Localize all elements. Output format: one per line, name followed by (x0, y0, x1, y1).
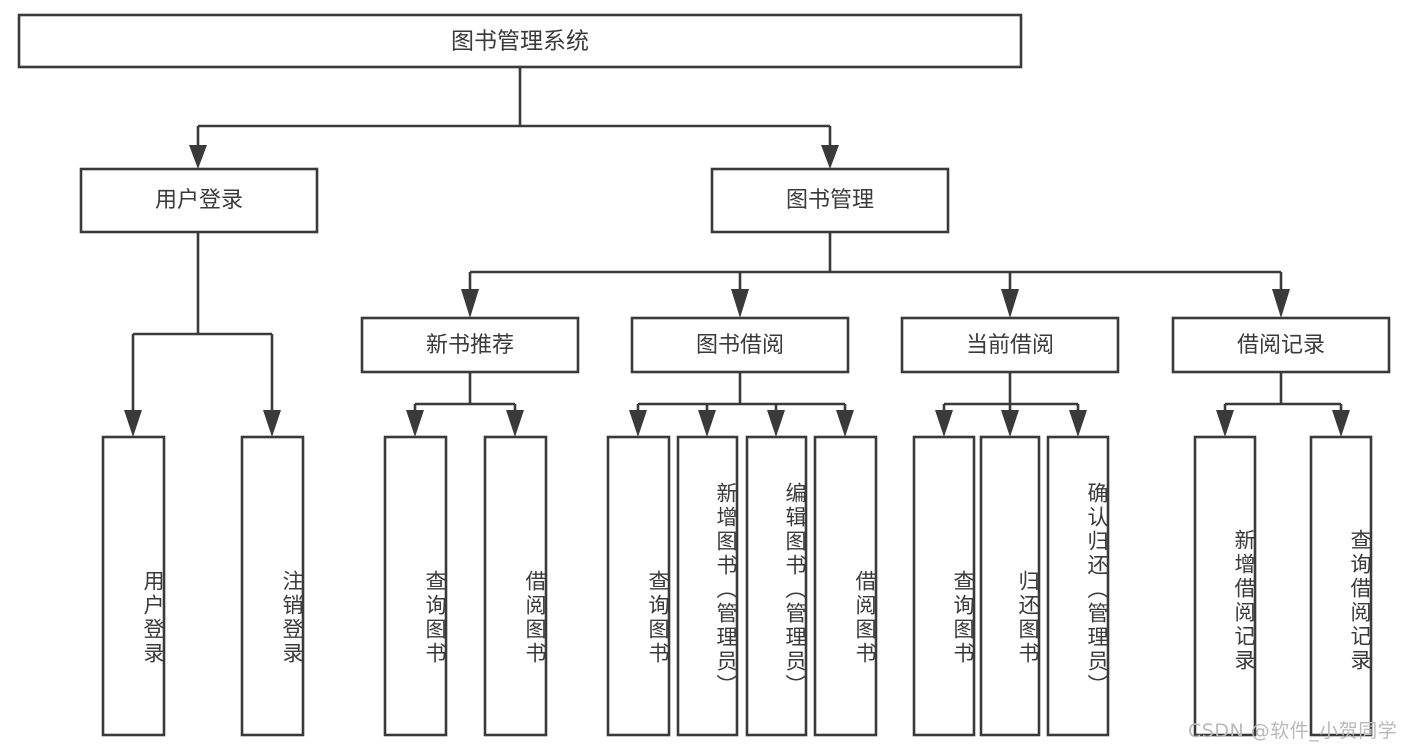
arrow-head-leaf-return-book (1001, 410, 1019, 437)
csdn-watermark: CSDN @软件_小贺同学 (1188, 720, 1398, 742)
arrow-head-leaf-query-book-1 (406, 410, 424, 437)
leaf-box-confirm-return[interactable] (1046, 435, 1110, 737)
node-current-borrow-label: 当前借阅 (966, 333, 1054, 358)
arrow-head-leaf-user-login (124, 410, 142, 437)
leaf-box-borrow-book-1[interactable] (483, 435, 548, 737)
node-borrow-record-label: 借阅记录 (1237, 333, 1325, 358)
arrow-head-leaf-borrow-book-1 (506, 410, 524, 437)
leaf-box-edit-book[interactable] (745, 435, 808, 737)
arrow-head-leaf-edit-book (767, 410, 785, 437)
arrow-head-borrow-record (1272, 289, 1290, 318)
node-root-label: 图书管理系统 (451, 29, 589, 55)
node-user-login[interactable]: 用户登录 (79, 167, 319, 234)
connector-group-user-login-children (124, 232, 281, 437)
arrow-head-book-borrow (731, 289, 749, 318)
leaf-box-group (101, 435, 1373, 737)
node-new-book-label: 新书推荐 (426, 333, 514, 358)
leaf-box-query-book-2[interactable] (606, 435, 671, 737)
arrow-head-book-manage (821, 145, 839, 169)
arrow-head-leaf-add-record (1216, 410, 1234, 437)
arrow-head-leaf-logout (263, 410, 281, 437)
node-new-book-box[interactable] (360, 316, 580, 374)
node-book-borrow[interactable]: 图书借阅 (630, 316, 850, 374)
node-current-borrow-box[interactable] (900, 316, 1120, 374)
node-new-book-recommend[interactable]: 新书推荐 (360, 316, 580, 374)
node-book-manage[interactable]: 图书管理 (710, 167, 950, 234)
connector-group-book-manage-children (461, 232, 1290, 318)
leaf-box-user-login[interactable] (101, 435, 166, 737)
node-current-borrow[interactable]: 当前借阅 (900, 316, 1120, 374)
node-root-system[interactable]: 图书管理系统 (17, 13, 1023, 69)
leaf-box-return-book[interactable] (979, 435, 1041, 737)
connector-group-new-book-children (406, 372, 524, 437)
arrow-head-leaf-query-book-3 (935, 410, 953, 437)
leaf-box-add-record[interactable] (1193, 435, 1257, 737)
connector-group-borrow-record-children (1216, 372, 1350, 437)
node-book-borrow-label: 图书借阅 (696, 333, 784, 358)
arrow-head-new-book (461, 289, 479, 318)
node-root-box[interactable] (17, 13, 1023, 69)
connector-group-book-borrow-children (629, 372, 854, 437)
leaf-box-borrow-book-2[interactable] (813, 435, 878, 737)
node-user-login-label: 用户登录 (155, 188, 243, 213)
leaf-box-query-book-3[interactable] (912, 435, 976, 737)
connector-group-root-to-level2 (189, 67, 839, 169)
node-book-borrow-box[interactable] (630, 316, 850, 374)
arrow-head-leaf-query-book-2 (629, 410, 647, 437)
arrow-head-user-login (189, 145, 207, 169)
arrow-head-current-borrow (1001, 289, 1019, 318)
node-book-manage-box[interactable] (710, 167, 950, 234)
connector-group-current-borrow-children (935, 372, 1087, 437)
arrow-head-leaf-borrow-book-2 (836, 410, 854, 437)
arrow-head-leaf-add-book (698, 410, 716, 437)
node-user-login-box[interactable] (79, 167, 319, 234)
arrow-head-leaf-confirm-return (1069, 410, 1087, 437)
leaf-box-add-book[interactable] (676, 435, 739, 737)
leaf-box-query-book-1[interactable] (383, 435, 448, 737)
arrow-head-leaf-query-record (1332, 410, 1350, 437)
node-borrow-record-box[interactable] (1171, 316, 1391, 374)
leaf-box-logout[interactable] (240, 435, 305, 737)
node-book-manage-label: 图书管理 (786, 188, 874, 213)
leaf-box-query-record[interactable] (1309, 435, 1373, 737)
node-borrow-record[interactable]: 借阅记录 (1171, 316, 1391, 374)
